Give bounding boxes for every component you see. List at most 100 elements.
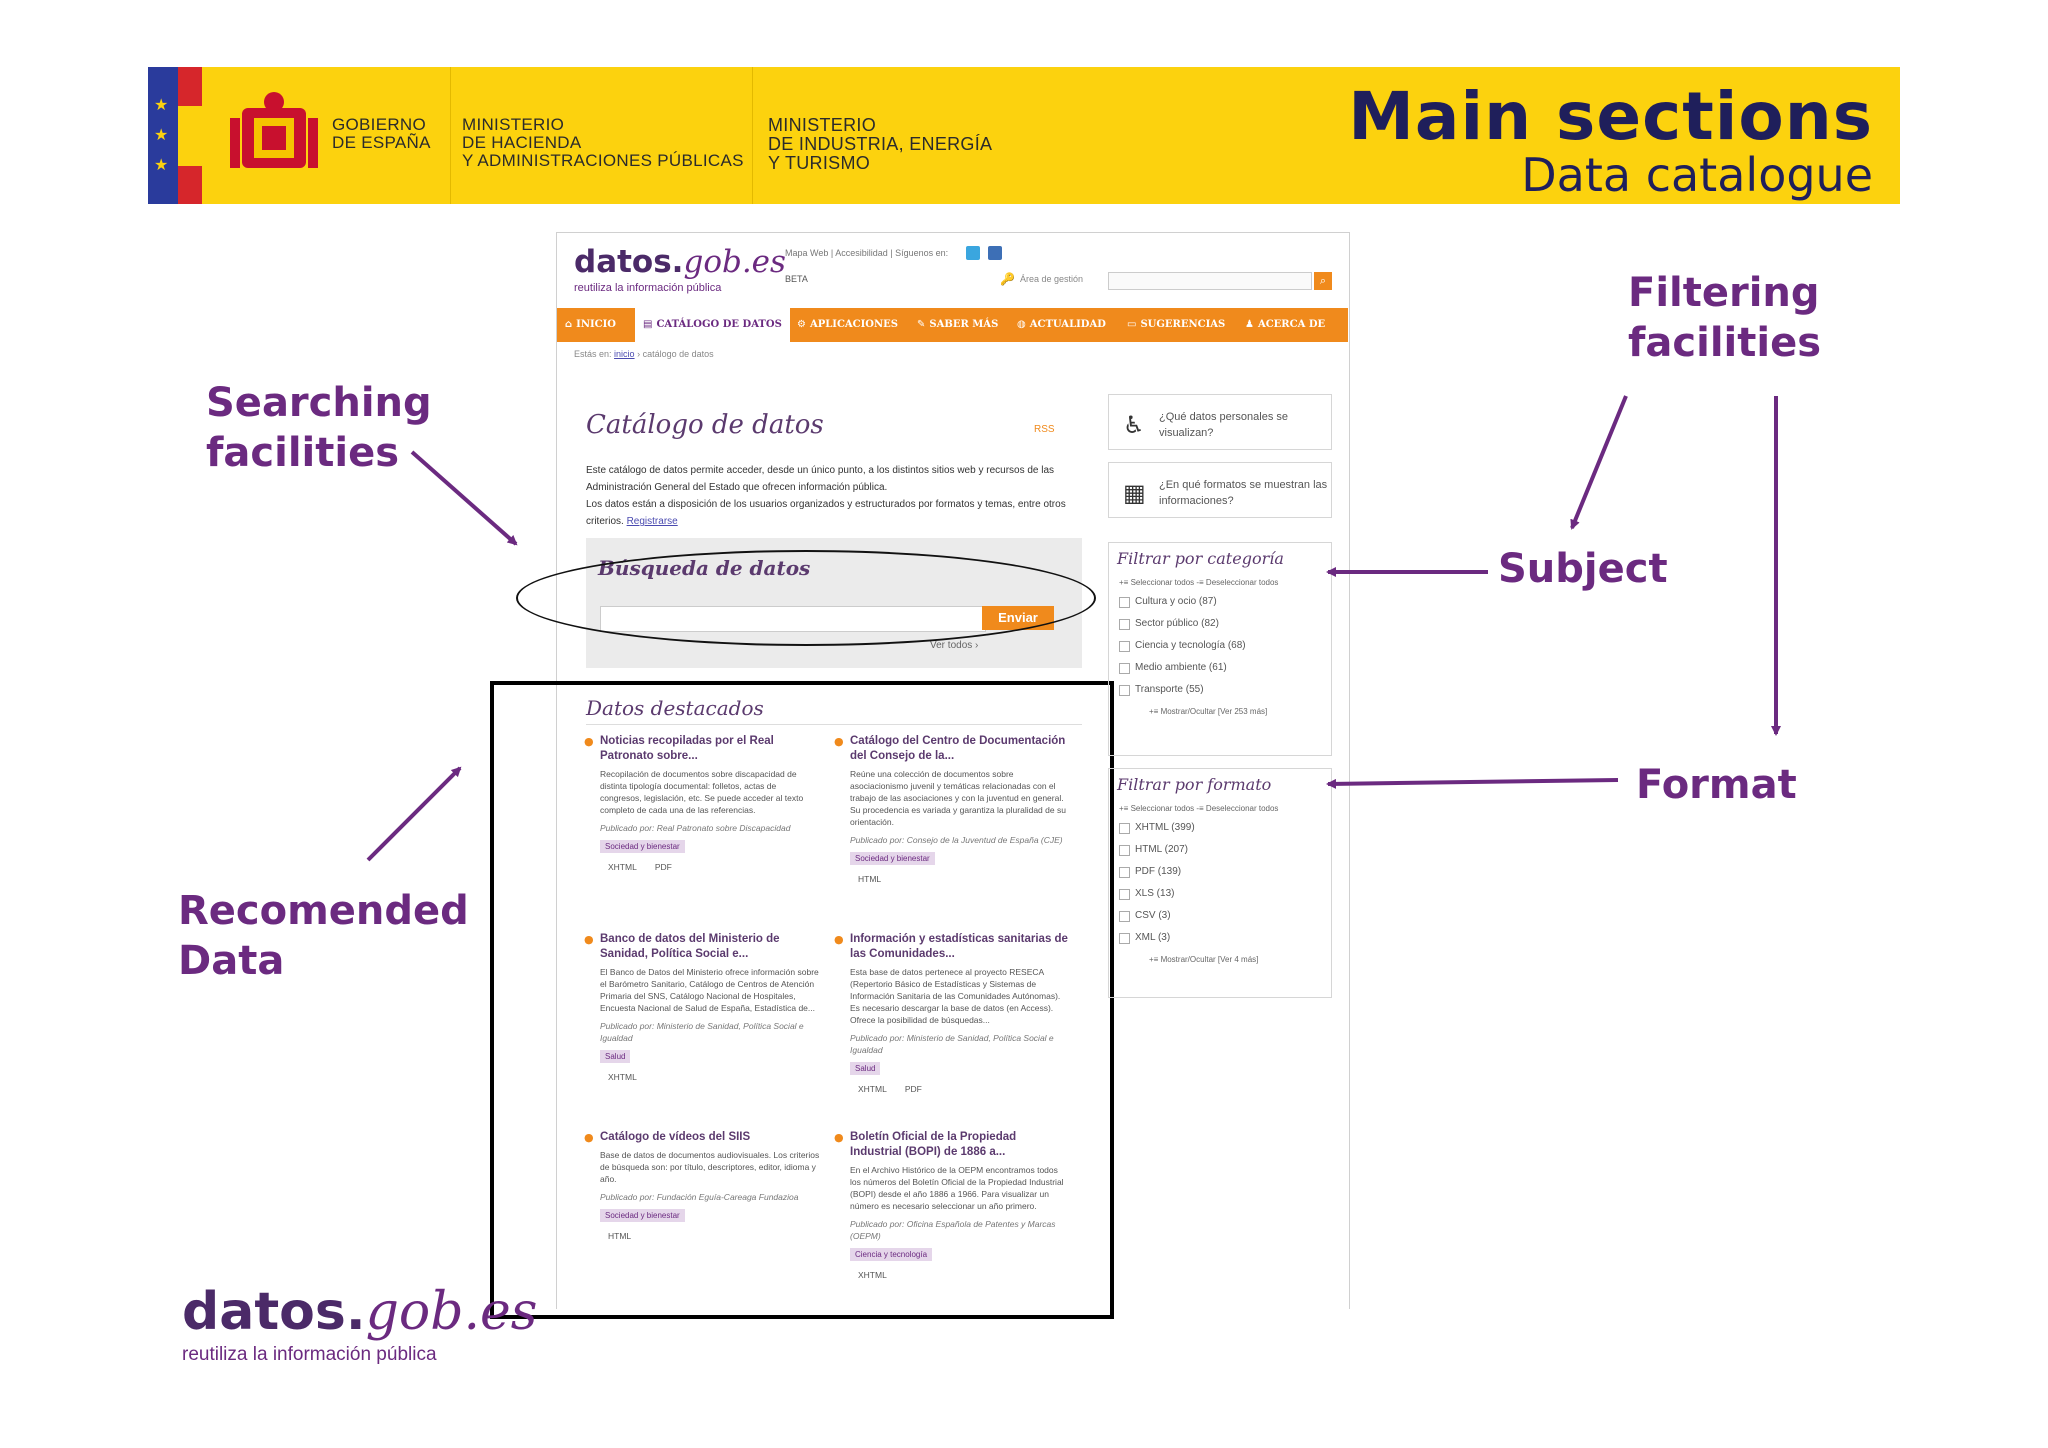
format-xhtml[interactable]: XHTML <box>858 1084 887 1094</box>
facebook-icon[interactable] <box>988 246 1002 260</box>
filter-show-more[interactable]: +≡ Mostrar/Ocultar [Ver 4 más] <box>1149 955 1259 964</box>
featured-item-title[interactable]: Catálogo de vídeos del SIIS <box>584 1130 820 1145</box>
area-gestion-link[interactable]: Área de gestión <box>1020 274 1084 284</box>
tool-icon: ✎ <box>917 319 926 330</box>
filter-option[interactable]: Medio ambiente (61) <box>1109 657 1331 679</box>
format-xhtml[interactable]: XHTML <box>858 1270 887 1280</box>
format-html[interactable]: HTML <box>858 874 882 884</box>
footer-tagline: reutiliza la información pública <box>182 1344 437 1365</box>
divider <box>450 67 451 204</box>
featured-item-publisher: Publicado por: Fundación Eguía-Careaga F… <box>600 1192 799 1202</box>
featured-item[interactable]: Boletín Oficial de la Propiedad Industri… <box>834 1130 1070 1280</box>
featured-item[interactable]: Banco de datos del Ministerio de Sanidad… <box>584 932 820 1082</box>
annotation-format: Format <box>1636 762 1797 808</box>
magnifier-icon[interactable]: ⌕ <box>1314 272 1332 290</box>
featured-item[interactable]: Noticias recopiladas por el Real Patrona… <box>584 734 820 872</box>
filter-show-more[interactable]: +≡ Mostrar/Ocultar [Ver 253 más] <box>1149 707 1268 716</box>
filter-option[interactable]: Cultura y ocio (87) <box>1109 591 1331 613</box>
info-person-icon: ♿ <box>1123 411 1145 439</box>
site-logo[interactable]: datos.gob.es <box>574 244 786 280</box>
nav-actualidad[interactable]: ◍ACTUALIDAD <box>1017 319 1106 330</box>
site-tagline: reutiliza la información pública <box>574 282 722 294</box>
rss-icon[interactable]: RSS <box>1034 424 1055 435</box>
divider <box>752 67 753 204</box>
slide-subtitle: Data catalogue <box>1521 148 1873 202</box>
filter-option[interactable]: Ciencia y tecnología (68) <box>1109 635 1331 657</box>
featured-item-title[interactable]: Banco de datos del Ministerio de Sanidad… <box>584 932 820 962</box>
filter-option[interactable]: XHTML (399) <box>1109 817 1331 839</box>
nav-catalogo[interactable]: ▤CATÁLOGO DE DATOS <box>635 308 790 342</box>
category-tag[interactable]: Sociedad y bienestar <box>600 1209 685 1222</box>
nav-inicio[interactable]: ⌂INICIO <box>565 319 617 330</box>
catalog-title: Catálogo de datos <box>586 410 824 440</box>
featured-item[interactable]: Catálogo de vídeos del SIIS Base de dato… <box>584 1130 820 1241</box>
featured-item[interactable]: Catálogo del Centro de Documentación del… <box>834 734 1070 884</box>
featured-item-desc: Base de datos de documentos audiovisuale… <box>600 1150 820 1184</box>
category-tag[interactable]: Salud <box>600 1050 631 1063</box>
format-xhtml[interactable]: XHTML <box>608 1072 637 1082</box>
spain-flag-yellow <box>178 106 202 166</box>
filter-option[interactable]: PDF (139) <box>1109 861 1331 883</box>
nav-acerca[interactable]: ♟ACERCA DE <box>1245 319 1326 330</box>
filter-option[interactable]: HTML (207) <box>1109 839 1331 861</box>
slide-title: Main sections <box>1348 78 1873 155</box>
featured-item-publisher: Publicado por: Oficina Española de Paten… <box>850 1219 1056 1241</box>
person-icon: ♟ <box>1245 319 1254 330</box>
format-xhtml[interactable]: XHTML <box>608 862 637 872</box>
format-list: XHTML PDF <box>584 862 820 872</box>
format-pdf[interactable]: PDF <box>654 862 672 872</box>
breadcrumb-home[interactable]: inicio <box>614 349 635 359</box>
nav-sugerencias[interactable]: ▭SUGERENCIAS <box>1127 319 1226 330</box>
arrow-searching <box>410 450 518 546</box>
info-question[interactable]: ¿En qué formatos se muestran las informa… <box>1159 479 1328 507</box>
featured-item-desc: El Banco de Datos del Ministerio ofrece … <box>600 967 819 1013</box>
breadcrumb-current: › catálogo de datos <box>637 349 714 359</box>
format-list: HTML <box>834 874 1070 884</box>
featured-item-desc: En el Archivo Histórico de la OEPM encon… <box>850 1165 1064 1211</box>
filter-option[interactable]: Sector público (82) <box>1109 613 1331 635</box>
category-tag[interactable]: Salud <box>850 1062 881 1075</box>
filter-option[interactable]: CSV (3) <box>1109 905 1331 927</box>
filter-option[interactable]: Transporte (55) <box>1109 679 1331 701</box>
featured-item-title[interactable]: Boletín Oficial de la Propiedad Industri… <box>834 1130 1070 1160</box>
category-tag[interactable]: Sociedad y bienestar <box>600 840 685 853</box>
nav-aplicaciones[interactable]: ⚙APLICACIONES <box>797 319 899 330</box>
site-search-input[interactable] <box>1108 272 1312 290</box>
featured-item-publisher: Publicado por: Consejo de la Juventud de… <box>850 835 1063 845</box>
filter-option[interactable]: XML (3) <box>1109 927 1331 949</box>
main-nav: ⌂INICIO ▤CATÁLOGO DE DATOS ⚙APLICACIONES… <box>557 308 1348 342</box>
top-links[interactable]: Mapa Web | Accesibilidad | Síguenos en: <box>785 248 949 258</box>
category-tag[interactable]: Ciencia y tecnología <box>850 1248 933 1261</box>
twitter-icon[interactable] <box>966 246 980 260</box>
featured-item-desc: Reúne una colección de documentos sobre … <box>850 769 1066 827</box>
info-question[interactable]: ¿Qué datos personales se visualizan? <box>1159 411 1289 439</box>
see-all-link[interactable]: Ver todos › <box>930 640 979 651</box>
filter-select-all[interactable]: +≡ Seleccionar todos -≡ Deseleccionar to… <box>1119 804 1279 813</box>
arrow-recommended <box>366 766 462 862</box>
filter-select-all[interactable]: +≡ Seleccionar todos -≡ Deseleccionar to… <box>1119 578 1279 587</box>
info-format-icon: ▦ <box>1123 479 1146 507</box>
featured-item-publisher: Publicado por: Real Patronato sobre Disc… <box>600 823 791 833</box>
info-box-personal-data[interactable]: ♿ ¿Qué datos personales se visualizan? <box>1108 394 1332 450</box>
format-list: HTML <box>584 1231 820 1241</box>
category-tag[interactable]: Sociedad y bienestar <box>850 852 935 865</box>
format-pdf[interactable]: PDF <box>904 1084 922 1094</box>
register-link[interactable]: Registrarse <box>626 516 678 527</box>
nav-saber-mas[interactable]: ✎SABER MÁS <box>917 319 999 330</box>
featured-item-title[interactable]: Noticias recopiladas por el Real Patrona… <box>584 734 820 764</box>
featured-item-title[interactable]: Catálogo del Centro de Documentación del… <box>834 734 1070 764</box>
featured-item[interactable]: Información y estadísticas sanitarias de… <box>834 932 1070 1094</box>
filter-option[interactable]: XLS (13) <box>1109 883 1331 905</box>
format-html[interactable]: HTML <box>608 1231 632 1241</box>
home-icon: ⌂ <box>565 319 573 330</box>
featured-item-title[interactable]: Información y estadísticas sanitarias de… <box>834 932 1070 962</box>
format-list: XHTML <box>834 1270 1070 1280</box>
star-icon: ★ <box>154 125 169 144</box>
search-highlight-ellipse <box>516 550 1096 646</box>
info-box-formats[interactable]: ▦ ¿En qué formatos se muestran las infor… <box>1108 462 1332 518</box>
